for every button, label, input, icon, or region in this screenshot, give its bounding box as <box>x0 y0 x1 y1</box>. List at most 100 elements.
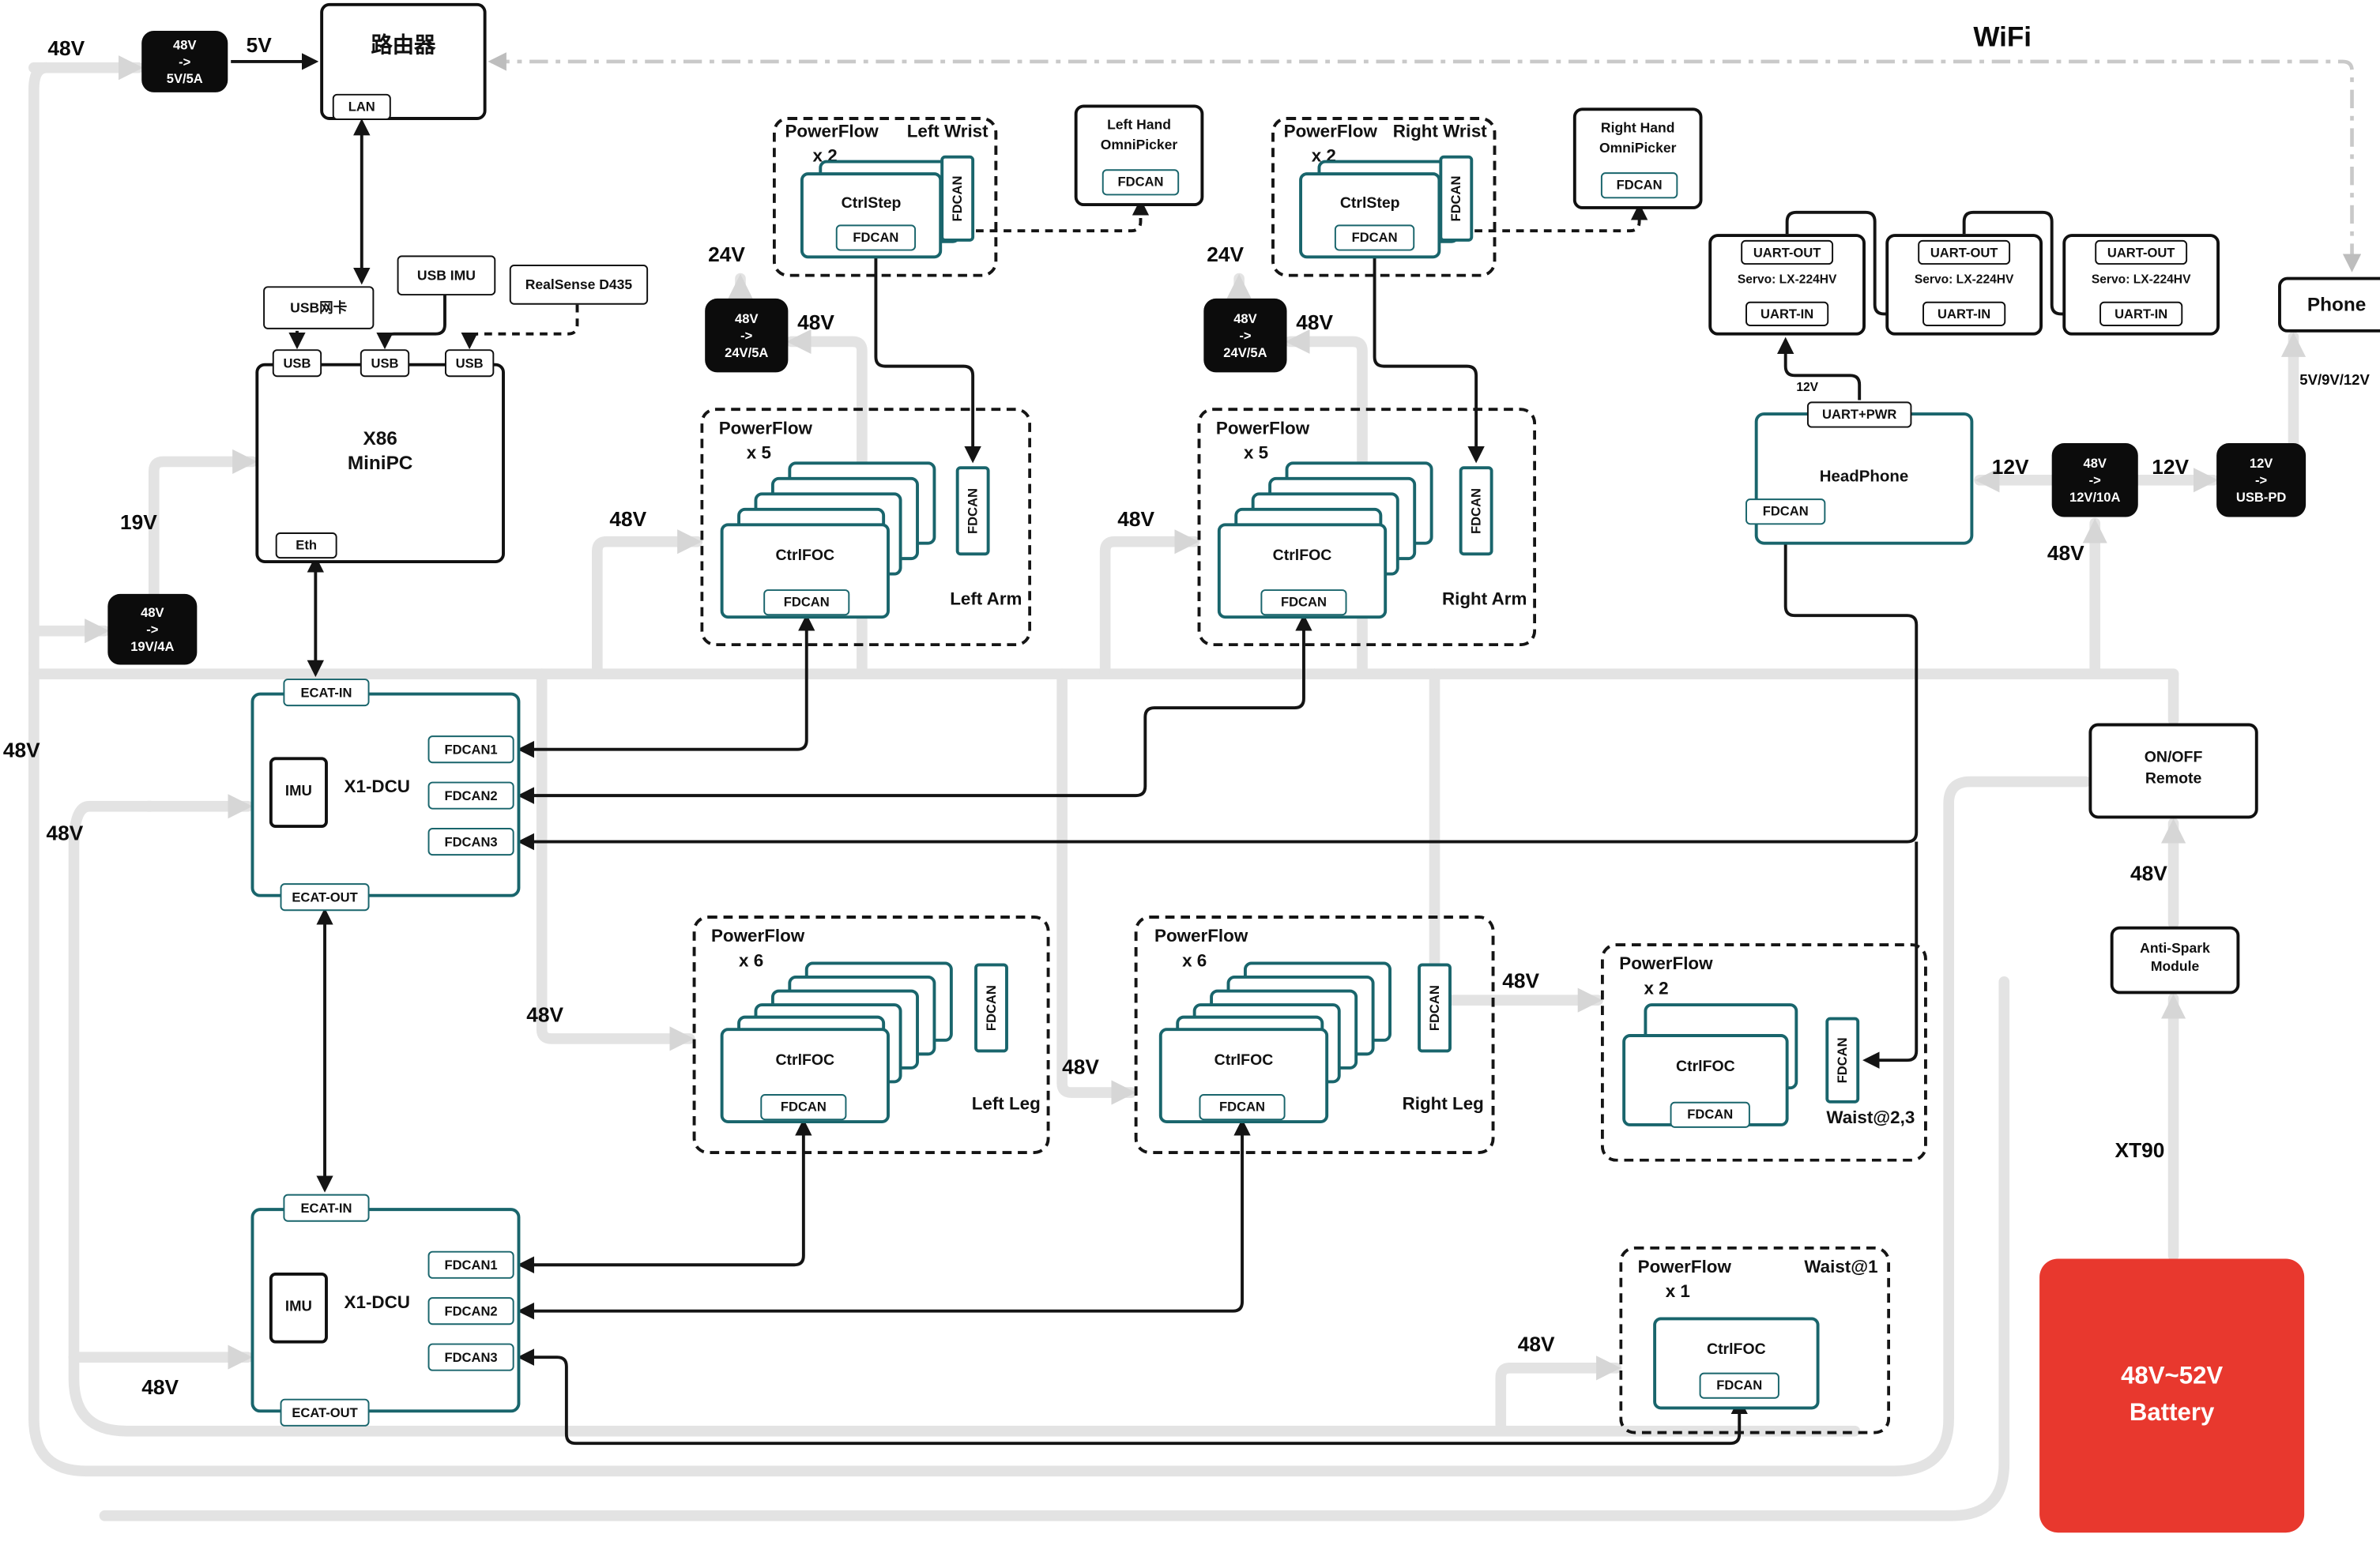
remote-line1: ON/OFF <box>2144 749 2203 767</box>
right-hand-line2: OmniPicker <box>1599 140 1677 156</box>
power-19v-out <box>148 449 258 600</box>
group-name: Right Arm <box>1441 591 1527 610</box>
fdcan1-port: FDCAN1 <box>427 735 514 764</box>
anti-spark-title: Anti-Spark Module <box>2111 940 2240 974</box>
dcu-title: X1-DCU <box>344 778 410 798</box>
fdcan-port: FDCAN <box>1459 466 1493 556</box>
minipc-title: X86 MiniPC <box>255 428 505 474</box>
conv-out: 12V/10A <box>2069 489 2121 506</box>
power-feed-left-arm <box>592 529 703 680</box>
onoff-remote-box <box>2088 723 2258 819</box>
fdcan2-port: FDCAN2 <box>427 781 514 810</box>
battery-line2: Battery <box>2129 1400 2215 1427</box>
conv-out: 19V/4A <box>130 638 175 655</box>
fdcan-port: FDCAN <box>1745 498 1826 525</box>
usb-port-2: USB <box>360 349 410 378</box>
converter-12-usbpd: 12V->USB-PD <box>2216 443 2307 517</box>
line-realsense-usb3 <box>461 304 579 350</box>
left-hand-line1: Left Hand <box>1107 117 1171 133</box>
group-name: Right Leg <box>1402 1095 1484 1115</box>
fdcan-port: FDCAN <box>940 155 975 242</box>
label-48v-bottomleft: 48V <box>141 1375 179 1399</box>
label-12v-servo: 12V <box>1796 380 1819 394</box>
powerflow-label: PowerFlow <box>1619 955 1713 975</box>
power-inner-loop <box>68 800 1861 1437</box>
powerflow-label: PowerFlow <box>718 419 812 439</box>
remote-line2: Remote <box>2145 770 2202 788</box>
realsense-box: RealSense D435 <box>509 265 649 305</box>
conv-arrow: -> <box>146 621 159 637</box>
label-48v-rightarm: 48V <box>1117 507 1155 532</box>
minipc-line2: MiniPC <box>347 452 413 474</box>
line-leftwrist-leftarm <box>874 252 981 464</box>
line-headphone-fdcan3 <box>517 525 1919 851</box>
power-feed-right-leg <box>1056 668 1137 1105</box>
module-title: CtrlStep <box>841 195 902 212</box>
fdcan-port: FDCAN <box>835 224 917 251</box>
powerflow-label: PowerFlow <box>1637 1258 1731 1277</box>
label-48v-waist1: 48V <box>1517 1332 1555 1356</box>
label-wifi: WiFi <box>1973 21 2032 53</box>
module-title: CtrlFOC <box>1706 1341 1766 1359</box>
eth-port: Eth <box>275 532 337 559</box>
label-48v-inner: 48V <box>46 822 84 845</box>
onoff-remote-title: ON/OFF Remote <box>2088 750 2258 788</box>
line-usbimu-usb2 <box>376 295 446 350</box>
usb-nic-box: USB网卡 <box>263 286 375 329</box>
uart-out-port: UART-OUT <box>2095 239 2188 265</box>
converter-48-19: 48V->19V/4A <box>107 593 198 665</box>
line-headphone-servo1 <box>1776 337 1862 400</box>
fdcan-port: FDCAN <box>1260 589 1347 616</box>
powerflow-label: PowerFlow <box>1154 927 1248 947</box>
imu-box: IMU <box>269 1272 328 1344</box>
label-phone-input: 5V/9V/12V <box>2299 372 2370 389</box>
uart-in-port: UART-IN <box>2099 301 2183 326</box>
fdcan-port: FDCAN <box>1670 1101 1750 1128</box>
antispark-line1: Anti-Spark <box>2140 940 2210 956</box>
converter-48-24-left: 48V->24V/5A <box>705 298 789 373</box>
powerflow-count: x 6 <box>1182 952 1207 972</box>
label-48v-leftleg: 48V <box>526 1003 564 1027</box>
module-title: CtrlFOC <box>775 547 835 565</box>
left-hand-title: Left Hand OmniPicker <box>1075 117 1204 152</box>
fdcan-port: FDCAN <box>1439 155 1474 242</box>
imu-box: IMU <box>269 757 328 829</box>
module-title: CtrlFOC <box>1272 547 1332 565</box>
fdcan3-port: FDCAN3 <box>427 1343 514 1371</box>
label-19v: 19V <box>119 510 157 534</box>
label-48v-conv24-left: 48V <box>797 310 834 334</box>
usb-port-3: USB <box>444 349 495 378</box>
label-24v-left: 24V <box>708 243 745 267</box>
label-48v-rightleg: 48V <box>1062 1055 1099 1079</box>
servo-name: Servo: LX-224HV <box>2091 272 2191 287</box>
module-title: CtrlStep <box>1339 195 1400 212</box>
servo-name: Servo: LX-224HV <box>1914 272 2014 287</box>
group-name: Waist@1 <box>1804 1258 1878 1277</box>
lan-port: LAN <box>332 93 391 120</box>
conv-arrow: -> <box>2088 472 2101 488</box>
right-hand-title: Right Hand OmniPicker <box>1573 120 1703 156</box>
label-48v-conv24-right: 48V <box>1296 310 1334 334</box>
label-48v-remote: 48V <box>2130 861 2167 886</box>
label-5v: 5V <box>246 33 272 58</box>
powerflow-count: x 5 <box>746 444 771 464</box>
powerflow-count: x 5 <box>1243 444 1269 464</box>
uart-in-port: UART-IN <box>1922 301 2006 326</box>
conv-in: 48V <box>173 36 197 52</box>
label-xt90: XT90 <box>2115 1138 2165 1162</box>
fdcan-port: FDCAN <box>1418 963 1452 1053</box>
fdcan2-port: FDCAN2 <box>427 1297 514 1325</box>
power-feed-waist1 <box>1495 1356 1622 1437</box>
conv-arrow: -> <box>179 53 191 70</box>
label-48v-conv12: 48V <box>2047 541 2084 565</box>
conv-out: 5V/5A <box>166 70 203 87</box>
label-24v-right: 24V <box>1207 243 1245 267</box>
group-name: Left Wrist <box>906 122 989 142</box>
powerflow-count: x 2 <box>1644 980 1669 999</box>
fdcan-port: FDCAN <box>1699 1372 1779 1399</box>
module-title: CtrlFOC <box>1214 1052 1274 1070</box>
label-48v-leftarm: 48V <box>609 507 647 532</box>
fdcan1-port: FDCAN1 <box>427 1250 514 1279</box>
left-hand-line2: OmniPicker <box>1100 137 1178 152</box>
